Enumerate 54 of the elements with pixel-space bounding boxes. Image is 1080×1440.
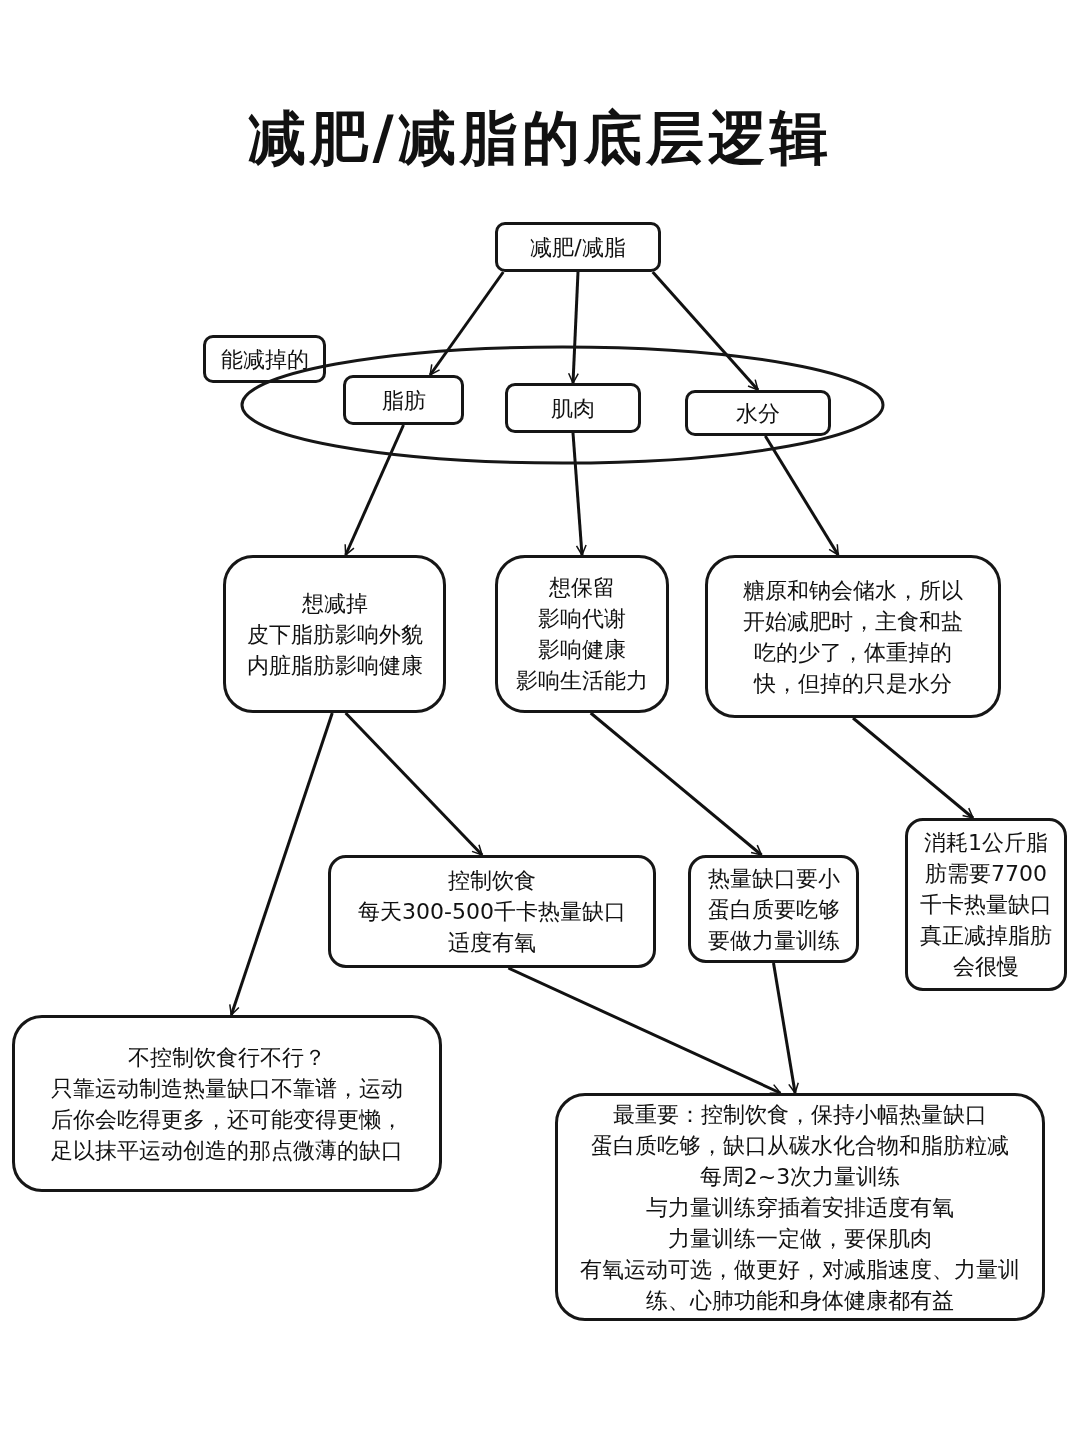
arrow [651, 271, 760, 391]
rounded-box [505, 383, 641, 433]
rounded-box [328, 855, 656, 968]
text-line: 力量训练一定做，要保肌肉 [668, 1224, 932, 1253]
text-line: 消耗1公斤脂肪需要7700千卡热量缺口真正减掉脂肪会很慢 [919, 829, 1053, 981]
text-line: 最重要：控制饮食，保持小幅热量缺口 [613, 1100, 987, 1129]
text-line: 想减掉 [301, 589, 368, 618]
arrow [589, 711, 763, 857]
rounded-box [203, 335, 326, 383]
text-line: 只靠运动制造热量缺口不靠谱，运动后你会吃得更多，还可能变得更懒，足以抹平运动创造的那点微薄的缺口 [50, 1074, 404, 1165]
text-line: 糖原和钠会储水，所以开始减肥时，主食和盐吃的少了，体重掉的快，但掉的只是水分 [742, 576, 964, 698]
arrow [428, 271, 505, 376]
text-line: 要做力量训练 [707, 926, 840, 955]
arrow [344, 424, 405, 556]
rounded-box [705, 555, 1001, 718]
rounded-box [685, 390, 831, 436]
text-line: 控制饮食 [448, 867, 536, 895]
text-line: 影响健康 [538, 636, 626, 664]
arrow [567, 271, 580, 384]
arrow [772, 962, 799, 1094]
text-line: 蛋白质吃够，缺口从碳水化合物和脂肪粒减 [591, 1131, 1009, 1160]
text-line: 水分 [736, 399, 780, 428]
rounded-box [495, 555, 669, 713]
rounded-box [905, 818, 1067, 991]
text-line: 肌肉 [551, 394, 595, 423]
text-line: 影响生活能力 [516, 667, 648, 695]
arrow [507, 966, 782, 1095]
text-line: 影响代谢 [538, 605, 626, 633]
text-line: 能减掉的 [220, 345, 309, 374]
text-line: 热量缺口要小 [707, 864, 840, 893]
text-line: 每周2~3次力量训练 [699, 1162, 901, 1191]
text-line: 每天300-500千卡热量缺口 [358, 898, 626, 926]
arrow [229, 712, 334, 1016]
arrow [764, 435, 840, 556]
text-line: 减肥/减脂 [530, 233, 626, 262]
title: 减肥/减脂的底层逻辑 [247, 103, 833, 174]
arrow [571, 432, 587, 556]
arrow [344, 711, 484, 857]
text-line: 想保留 [549, 574, 615, 602]
rounded-box [555, 1093, 1045, 1321]
rounded-box [343, 375, 464, 425]
rounded-box [688, 855, 859, 963]
text-line: 皮下脂肪影响外貌 [246, 620, 423, 649]
rounded-box [495, 222, 661, 272]
rounded-box [223, 555, 446, 713]
text-line: 内脏脂肪影响健康 [246, 651, 423, 680]
text-line: 适度有氧 [448, 929, 536, 957]
text-line: 与力量训练穿插着安排适度有氧 [646, 1193, 954, 1222]
rounded-box [12, 1015, 442, 1192]
text-line: 脂肪 [381, 386, 426, 415]
text-line: 有氧运动可选，做更好，对减脂速度、力量训练、心肺功能和身体健康都有益 [579, 1255, 1021, 1315]
text-line: 蛋白质要吃够 [707, 895, 840, 924]
arrow [852, 716, 974, 820]
text-line: 不控制饮食行不行？ [127, 1043, 327, 1072]
